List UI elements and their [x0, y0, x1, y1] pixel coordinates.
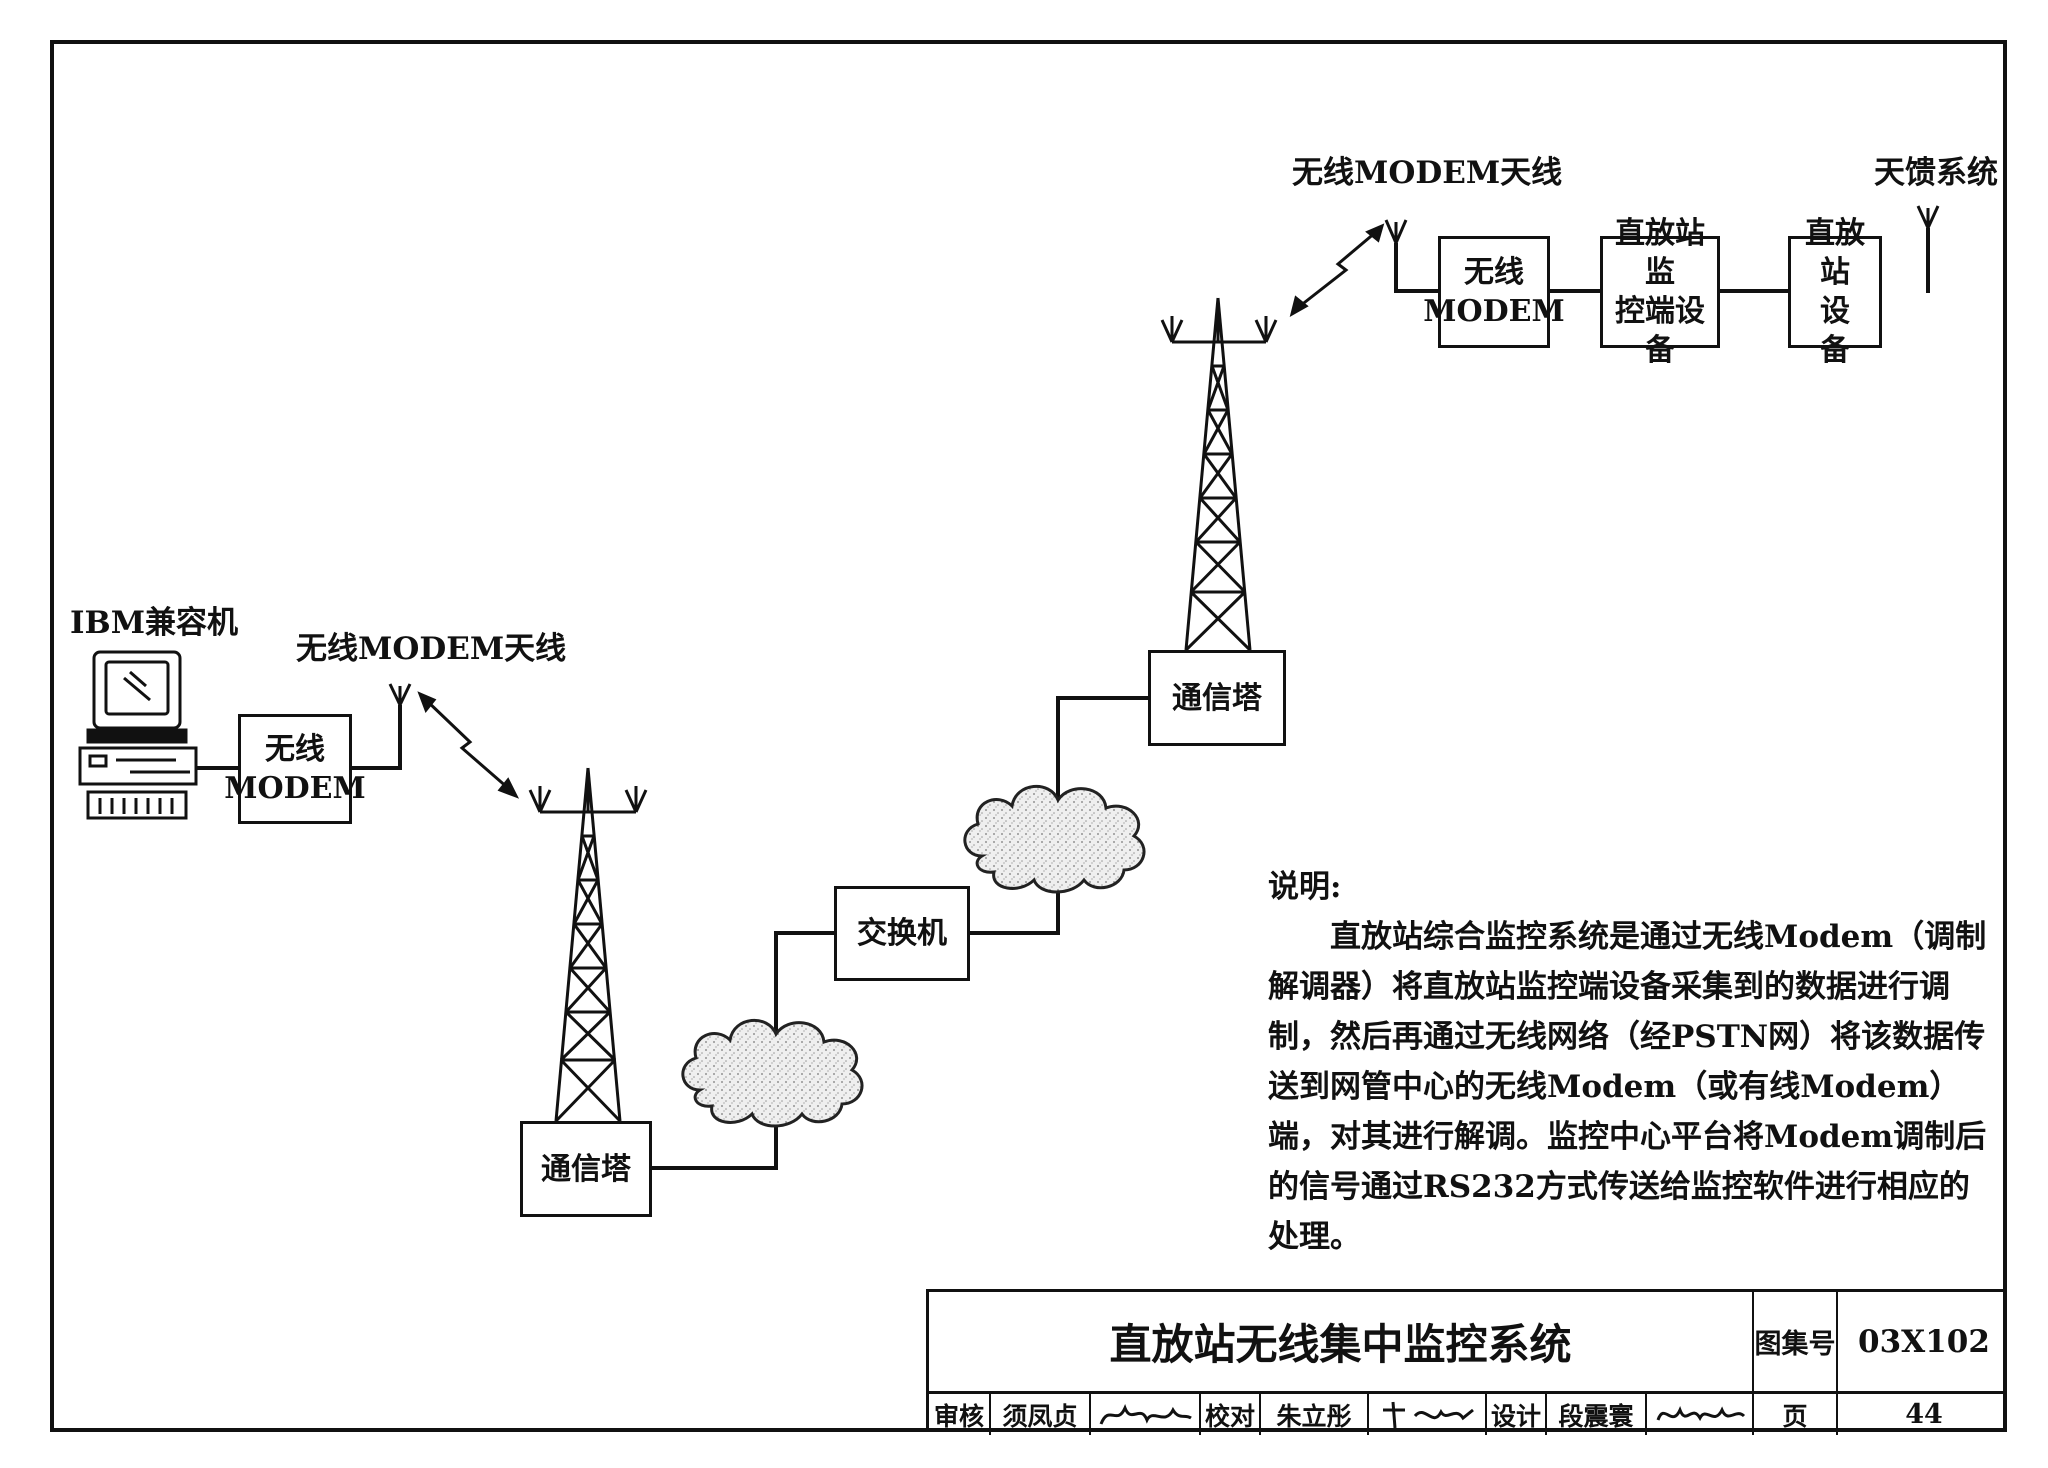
- wireless-modem-right-box: 无线 MODEM: [1423, 236, 1565, 348]
- reviewer-name: 须凤贞: [991, 1394, 1091, 1435]
- signature-icon: [1099, 1403, 1192, 1425]
- title-block-divider: [929, 1391, 2007, 1394]
- box-line: 无线: [265, 732, 325, 767]
- box-line: 直放站监: [1615, 216, 1705, 290]
- atlas-number: 03X102: [1858, 1323, 1990, 1360]
- antenna-right-label: 无线MODEM天线: [1292, 155, 1563, 191]
- lattice-tower-left: [528, 767, 648, 1123]
- antenna-icon: [388, 205, 1940, 706]
- lattice-tower-right: [1160, 297, 1278, 652]
- signature-icon: [1656, 1405, 1745, 1421]
- notes-body: 直放站综合监控系统是通过无线Modem（调制解调器）将直放站监控端设备采集到的数…: [1268, 919, 1987, 1255]
- checker-name: 朱立彤: [1261, 1394, 1369, 1435]
- signature-icon: [1383, 1401, 1474, 1428]
- network-cloud-upper: [963, 784, 1146, 894]
- ibm-pc-label: IBM兼容机: [70, 605, 239, 641]
- box-line: 通信塔: [541, 1151, 631, 1187]
- wireless-link-icon: [417, 223, 1385, 799]
- box-line: 交换机: [857, 916, 947, 951]
- reviewer-signature: [1091, 1394, 1201, 1435]
- atlas-number-label: 图集号: [1754, 1292, 1838, 1391]
- box-line: 设 备: [1820, 294, 1880, 368]
- box-line: 通信塔: [1172, 680, 1262, 716]
- comm-tower-left-box: 通信塔: [520, 1121, 652, 1217]
- review-label: 审核: [929, 1394, 991, 1435]
- feeder-system-label: 天馈系统: [1874, 155, 1998, 191]
- network-cloud-lower: [681, 1018, 864, 1128]
- checker-signature: [1369, 1394, 1487, 1435]
- wireless-modem-left-box: 无线 MODEM: [224, 714, 366, 824]
- page-label: 页: [1754, 1394, 1838, 1435]
- drawing-frame: [50, 40, 2007, 1432]
- switch-box: 交换机: [834, 886, 970, 981]
- computer-icon: [78, 650, 198, 820]
- notes-heading: 说明:: [1268, 869, 1342, 905]
- explanation-notes: 说明: 直放站综合监控系统是通过无线Modem（调制解调器）将直放站监控端设备采…: [1268, 862, 1998, 1262]
- designer-signature: [1647, 1394, 1754, 1435]
- design-label: 设计: [1487, 1394, 1547, 1435]
- monitor-equipment-box: 直放站监 控端设备: [1600, 216, 1720, 368]
- drawing-title: 直放站无线集中监控系统: [929, 1292, 1754, 1391]
- box-line: MODEM: [1423, 294, 1565, 329]
- box-line: 无线: [1464, 255, 1524, 290]
- antenna-left-label: 无线MODEM天线: [296, 631, 567, 667]
- page-number: 44: [1905, 1399, 1943, 1430]
- comm-tower-right-box: 通信塔: [1148, 650, 1286, 746]
- repeater-equipment-box: 直放站 设 备: [1788, 216, 1882, 368]
- title-block: 直放站无线集中监控系统 图集号 03X102 审核 须凤贞 校对 朱立彤 设计 …: [926, 1289, 2007, 1435]
- check-label: 校对: [1201, 1394, 1261, 1435]
- box-line: 直放站: [1805, 216, 1865, 290]
- designer-name: 段震寰: [1547, 1394, 1647, 1435]
- box-line: 控端设备: [1615, 294, 1705, 368]
- box-line: MODEM: [224, 771, 366, 806]
